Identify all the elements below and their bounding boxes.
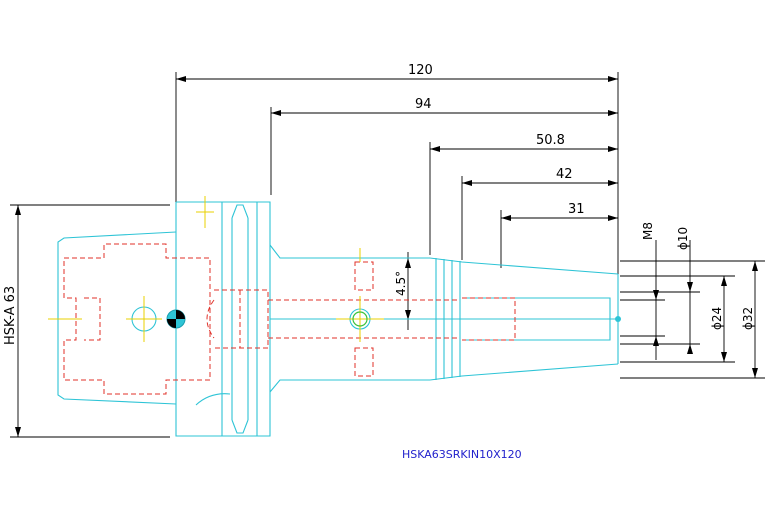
holder-outline: [57, 201, 620, 437]
dim-50-8: 50.8: [536, 133, 565, 148]
dimension-lines: [10, 72, 765, 438]
dim-dia-32: ϕ32: [741, 307, 755, 330]
dimension-labels: 120 94 50.8 42 31 M8 ϕ10 ϕ24 ϕ32 4.5° HS…: [3, 63, 755, 345]
origin-marker: [166, 309, 186, 329]
dim-120: 120: [408, 63, 433, 78]
center-marks: [48, 196, 621, 342]
dim-dia-10: ϕ10: [676, 227, 690, 250]
dim-dia-24: ϕ24: [710, 307, 724, 330]
dim-42: 42: [556, 167, 573, 182]
dim-angle: 4.5°: [394, 271, 408, 296]
dim-31: 31: [568, 202, 585, 217]
dim-m8: M8: [641, 222, 655, 240]
hidden-lines: [63, 243, 516, 395]
part-number-label: HSKA63SRKIN10X120: [402, 448, 522, 461]
dim-94: 94: [415, 97, 432, 112]
dim-hsk-a63: HSK-A 63: [3, 286, 18, 345]
